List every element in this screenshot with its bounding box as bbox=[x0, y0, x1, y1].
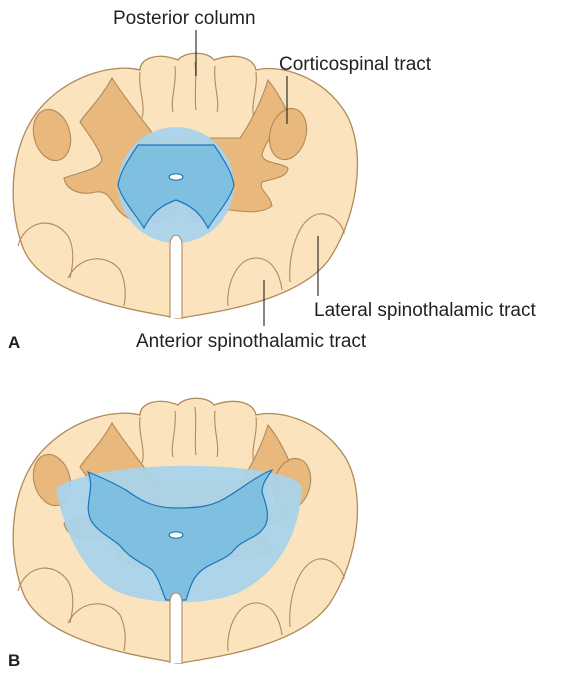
central-canal-a bbox=[169, 174, 183, 180]
panel-letter-a: A bbox=[8, 333, 20, 352]
posterior-median-line-b bbox=[195, 407, 196, 455]
cord-section-a bbox=[13, 53, 357, 318]
cord-section-b bbox=[13, 398, 357, 663]
panel-letter-b: B bbox=[8, 651, 20, 670]
panel-b: B bbox=[8, 398, 357, 670]
panel-a: Posterior column Corticospinal tract Lat… bbox=[8, 8, 536, 352]
label-anterior-spinothalamic-tract: Anterior spinothalamic tract bbox=[136, 331, 367, 352]
anterior-median-fissure-a bbox=[170, 235, 182, 318]
label-lateral-spinothalamic-tract: Lateral spinothalamic tract bbox=[314, 300, 536, 321]
central-canal-b bbox=[169, 532, 183, 538]
anterior-median-fissure-b bbox=[170, 593, 182, 663]
label-corticospinal-tract: Corticospinal tract bbox=[279, 54, 432, 75]
label-posterior-column: Posterior column bbox=[113, 8, 256, 29]
